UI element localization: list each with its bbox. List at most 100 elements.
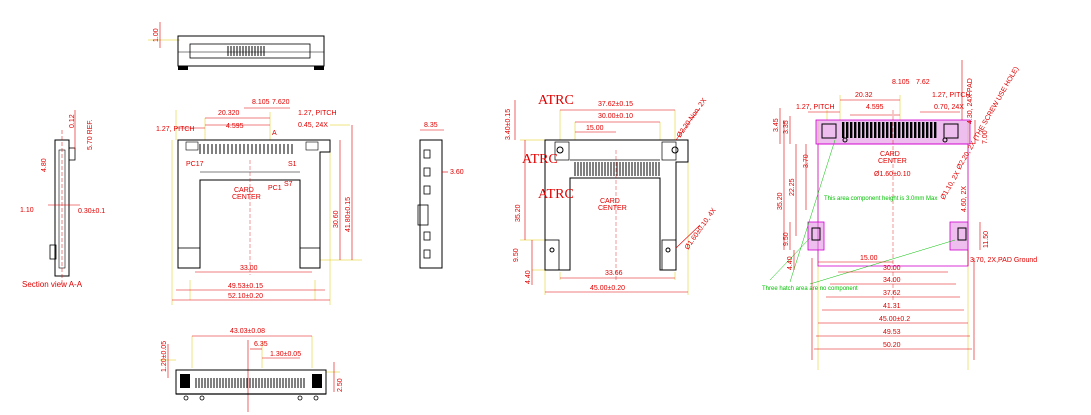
layout-hole-label: Ø1.60±0.10 [874,171,911,178]
front-dim-3: 1.27, PITCH [156,126,195,133]
pcb-dim-2: 15.00 [586,125,604,132]
pin-label-s7: S7 [284,181,293,188]
dim-thickness: 1.00 [153,28,160,42]
front-dim-10: 49.53±0.15 [228,283,263,290]
pad [930,122,933,138]
layout-top-dim-2: 7.62 [916,79,930,86]
layout-right-dim-5: 3.70, 2X,PAD Ground [970,257,1037,264]
pad [858,122,861,138]
layout-right-dim-4: 11.50 [983,231,990,248]
pad [866,122,869,138]
pad [850,122,853,138]
pad [886,122,889,138]
layout-bottom-dim-0: 15.00 [860,255,878,262]
pad [874,122,877,138]
pcb-dim-7: 9.50 [513,248,520,262]
layout-top-dim-6: 0.70, 24X [934,104,964,111]
layout-bottom-dim-6: 49.53 [883,329,901,336]
front-dim-2: 7.620 [272,99,290,106]
layout-right-dim-0: 7.00 [982,130,989,144]
pad [914,122,917,138]
pcb-dim-0: 37.62±0.15 [598,101,633,108]
front-dim-7: 30.60 [333,210,340,228]
front-center-label-1: CENTER [232,194,261,201]
pad [902,122,905,138]
atrc-label-0: ATRC [538,93,574,108]
dim-section-3: 1.10 [20,207,34,214]
front-dim-5: 4.595 [226,123,244,130]
front-view: CARD CENTER PC17 S1 PC1 S7 A 20.320 8.10… [156,99,362,305]
layout-left-dim-6: 4.40 [787,256,794,270]
atrc-label-2: ATRC [538,187,574,202]
front-center-label-0: CARD [234,187,254,194]
layout-center-label-1: CENTER [878,158,907,165]
layout-center-label-0: CARD [880,151,900,158]
pcb-dim-4: 3.40±0.15 [505,109,512,140]
dim-section-4: 0.30±0.1 [78,208,105,215]
pad [922,122,925,138]
layout-bottom-dim-7: 50.20 [883,342,901,349]
hatch-area-right [949,221,969,251]
end-dim-1: 3.60 [450,169,464,176]
layout-top-dim-3: 1.27, PITCH [796,104,835,111]
pin-label-s1: S1 [288,161,297,168]
layout-bottom-dim-4: 41.31 [883,303,901,310]
pad [842,122,845,138]
front-dim-8: 41.80±0.15 [345,197,352,232]
note-hatch: Three hatch area are no component [762,286,858,292]
layout-left-dim-5: 9.50 [783,232,790,246]
layout-bottom-dim-3: 37.62 [883,290,901,297]
hatch-area-left [807,221,825,251]
dim-section-1: 5.70 REF. [87,119,94,150]
layout-left-dim-0: 3.45 [773,118,780,132]
bottom-dim-0: 43.03±0.08 [230,328,265,335]
pad [870,122,873,138]
front-dim-9: 33.00 [240,265,258,272]
bottom-dim-1: 6.35 [254,341,268,348]
layout-left-dim-1: 3.35 [783,120,790,134]
layout-right-dim-1: Ø2.20, 2X (THE SCREW USE HOLE) [956,66,1021,171]
layout-view: CARD CENTER Ø1.60±0.10 This area compone… [762,60,1037,370]
dim-section-2: 4.80 [41,158,48,172]
layout-bottom-dim-1: 30.00 [883,265,901,272]
pad [918,122,921,138]
pcb-view: CARD CENTER ATRC ATRC ATRC 37.62±0.15 30… [505,93,718,295]
section-marker-a: A [272,130,277,137]
front-dim-11: 52.10±0.20 [228,293,263,300]
layout-right-dim-2: Ø1.10, 2X [940,170,962,201]
bottom-dim-3: 1.20±0.05 [161,341,168,372]
layout-left-dim-3: 22.25 [789,178,796,196]
layout-bottom-dim-5: 45.00±0.2 [879,316,910,323]
layout-top-dim-1: 8.105 [892,79,910,86]
pad [926,122,929,138]
pad [934,122,937,138]
pcb-dim-6: Ø1.60±0.10, 4X [684,207,718,251]
connector-top-edge-view: 1.00 [148,22,325,70]
pcb-dim-1: 30.00±0.10 [598,113,633,120]
pad [846,122,849,138]
pad [906,122,909,138]
layout-top-dim-7: 4.30, 24X PAD [967,78,974,124]
atrc-label-1: ATRC [522,152,558,167]
pad [890,122,893,138]
layout-top-dim-5: 4.595 [866,104,884,111]
pad [910,122,913,138]
layout-right-dim-3: 4.60, 2X [961,186,968,212]
pcb-dim-8: 4.40 [525,270,532,284]
front-dim-0: 20.320 [218,110,240,117]
pcb-center-label-1: CENTER [598,205,627,212]
end-view: 8.35 3.60 [417,122,464,269]
pcb-center-label-0: CARD [600,198,620,205]
pcb-dim-5: 35.20 [515,204,522,222]
bottom-dim-4: 2.50 [337,378,344,392]
layout-top-dim-4: 1.27, PITCH [932,92,971,99]
pcb-dim-10: 45.00±0.20 [590,285,625,292]
front-dim-6: 0.45, 24X [298,122,328,129]
pin-label-pc1: PC1 [268,185,282,192]
bottom-view: 43.03±0.08 6.35 1.30±0.05 1.20±0.05 2.50 [160,328,344,412]
section-view: 0.12 5.70 REF. 4.80 1.10 0.30±0.1 Sectio… [20,110,105,289]
bottom-dim-2: 1.30±0.05 [270,351,301,358]
layout-bottom-dim-2: 34.00 [883,277,901,284]
pad [882,122,885,138]
